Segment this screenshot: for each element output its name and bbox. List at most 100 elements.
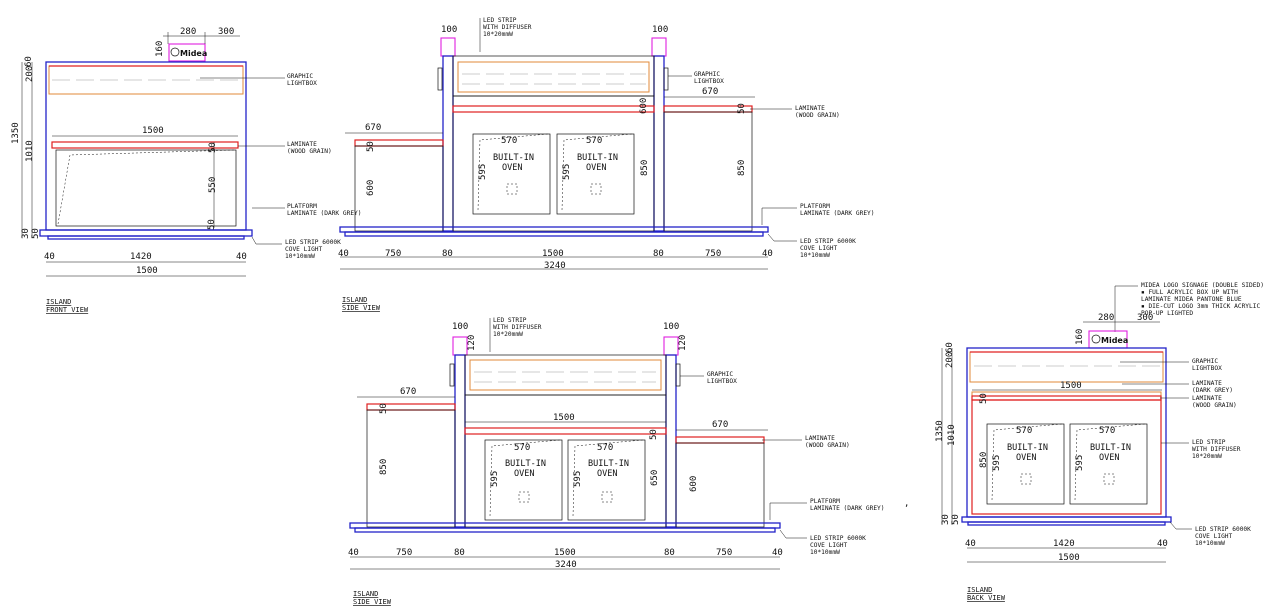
callout: GRAPHIC — [694, 71, 720, 78]
laminate-band — [51, 141, 239, 149]
oven-label: OVEN — [586, 163, 606, 173]
dim: 750 — [396, 548, 412, 558]
callout: PLATFORM — [810, 498, 840, 505]
dim: 595 — [490, 471, 500, 487]
callout: PLATFORM — [800, 203, 830, 210]
dim: 40 — [348, 548, 359, 558]
dim: 850 — [379, 459, 389, 475]
callout: LIGHTBOX — [1192, 365, 1222, 372]
dim: 570 — [1099, 426, 1115, 436]
callout: 10*20mmW — [483, 31, 513, 38]
callout: GRAPHIC — [287, 73, 313, 80]
dim: 100 — [452, 322, 468, 332]
callout: LED STRIP 6000K — [285, 239, 341, 246]
callout: LIGHTBOX — [707, 378, 737, 385]
dim: 1500 — [542, 249, 564, 259]
dim: 670 — [702, 87, 718, 97]
view-title: FRONT VIEW — [46, 306, 89, 314]
dim: 100 — [663, 322, 679, 332]
dim: 570 — [1016, 426, 1032, 436]
oven — [1069, 423, 1148, 505]
signage-note: POP-UP LIGHTED — [1141, 310, 1193, 317]
dim: 300 — [1137, 313, 1153, 323]
oven-label: BUILT-IN — [577, 153, 618, 163]
oven — [472, 133, 551, 215]
callout: LAMINATE — [287, 141, 317, 148]
dim: 50 — [366, 141, 376, 152]
signage-note: MIDEA LOGO SIGNAGE (DOUBLE SIDED) — [1141, 282, 1264, 289]
dim: 595 — [573, 471, 583, 487]
dim: 80 — [653, 249, 664, 259]
view-title: ISLAND — [353, 590, 378, 598]
dim: 1420 — [1053, 539, 1075, 549]
callout: 10*10mmW — [810, 549, 840, 556]
callout: COVE LIGHT — [800, 245, 838, 252]
callout: (DARK GREY) — [1192, 387, 1233, 394]
back-view: MIDEA LOGO SIGNAGE (DOUBLE SIDED) ▪ FULL… — [935, 282, 1264, 602]
callout: LED STRIP — [483, 17, 517, 24]
dim: 1010 — [947, 424, 957, 446]
callout: LAMINATE — [795, 105, 825, 112]
dim: 1500 — [1058, 553, 1080, 563]
callout: 10*10mmW — [800, 252, 830, 259]
callout: LAMINATE — [1192, 380, 1222, 387]
opening — [55, 149, 237, 227]
callout: LAMINATE (DARK GREY) — [800, 210, 875, 217]
dim: 570 — [586, 136, 602, 146]
callout: GRAPHIC — [1192, 358, 1218, 365]
dim: 160 — [155, 41, 165, 57]
lightbox — [969, 351, 1164, 383]
dim: 600 — [689, 476, 699, 492]
dim: 60 — [945, 342, 955, 353]
dim: 60 — [24, 56, 34, 67]
oven-label: BUILT-IN — [1090, 443, 1131, 453]
dim: 50 — [379, 403, 389, 414]
dim: 595 — [562, 164, 572, 180]
dim: 595 — [478, 164, 488, 180]
view-title: SIDE VIEW — [353, 598, 392, 606]
callout: PLATFORM — [287, 203, 317, 210]
dim: 40 — [965, 539, 976, 549]
midea-logo-icon — [1091, 334, 1101, 344]
callout: LAMINATE (DARK GREY) — [810, 505, 885, 512]
dim: 1500 — [553, 413, 575, 423]
dim: 850 — [640, 160, 650, 176]
dim: 160 — [1075, 329, 1085, 345]
logo-text: Midea — [1101, 336, 1128, 345]
dim: 570 — [514, 443, 530, 453]
oven-label: OVEN — [502, 163, 522, 173]
dim: 595 — [992, 455, 1002, 471]
lightbox — [469, 359, 662, 391]
view-title: BACK VIEW — [967, 594, 1006, 602]
logo-box — [168, 43, 206, 62]
oven-label: OVEN — [1099, 453, 1119, 463]
oven-label: OVEN — [1016, 453, 1036, 463]
dim: 50 — [207, 219, 217, 230]
oven-label: OVEN — [514, 469, 534, 479]
callout: LAMINATE — [805, 435, 835, 442]
callout: (WOOD GRAIN) — [805, 442, 850, 449]
dim: 120 — [678, 335, 688, 351]
signage-note: LAMINATE MIDEA PANTONE BLUE — [1141, 296, 1242, 303]
dim: 50 — [737, 103, 747, 114]
callout: (WOOD GRAIN) — [287, 148, 332, 155]
dim: 280 — [1098, 313, 1114, 323]
callout: 10*20mmW — [1192, 453, 1222, 460]
callout: GRAPHIC — [707, 371, 733, 378]
logo-text: Midea — [180, 49, 207, 58]
dim: 80 — [442, 249, 453, 259]
midea-logo-icon — [170, 47, 180, 57]
dim: 600 — [366, 180, 376, 196]
front-view: Midea 280 300 160 1500 1350 1010 200 60 … — [11, 27, 362, 314]
lightbox — [457, 61, 650, 93]
oven-label: BUILT-IN — [493, 153, 534, 163]
callout: 10*10mmW — [285, 253, 315, 260]
view-title: ISLAND — [967, 586, 992, 594]
callout: (WOOD GRAIN) — [795, 112, 840, 119]
dim: 300 — [218, 27, 234, 37]
callout: WITH DIFFUSER — [493, 324, 542, 331]
platform — [39, 229, 253, 237]
platform — [961, 516, 1172, 523]
callout: COVE LIGHT — [810, 542, 848, 549]
oven — [556, 133, 635, 215]
